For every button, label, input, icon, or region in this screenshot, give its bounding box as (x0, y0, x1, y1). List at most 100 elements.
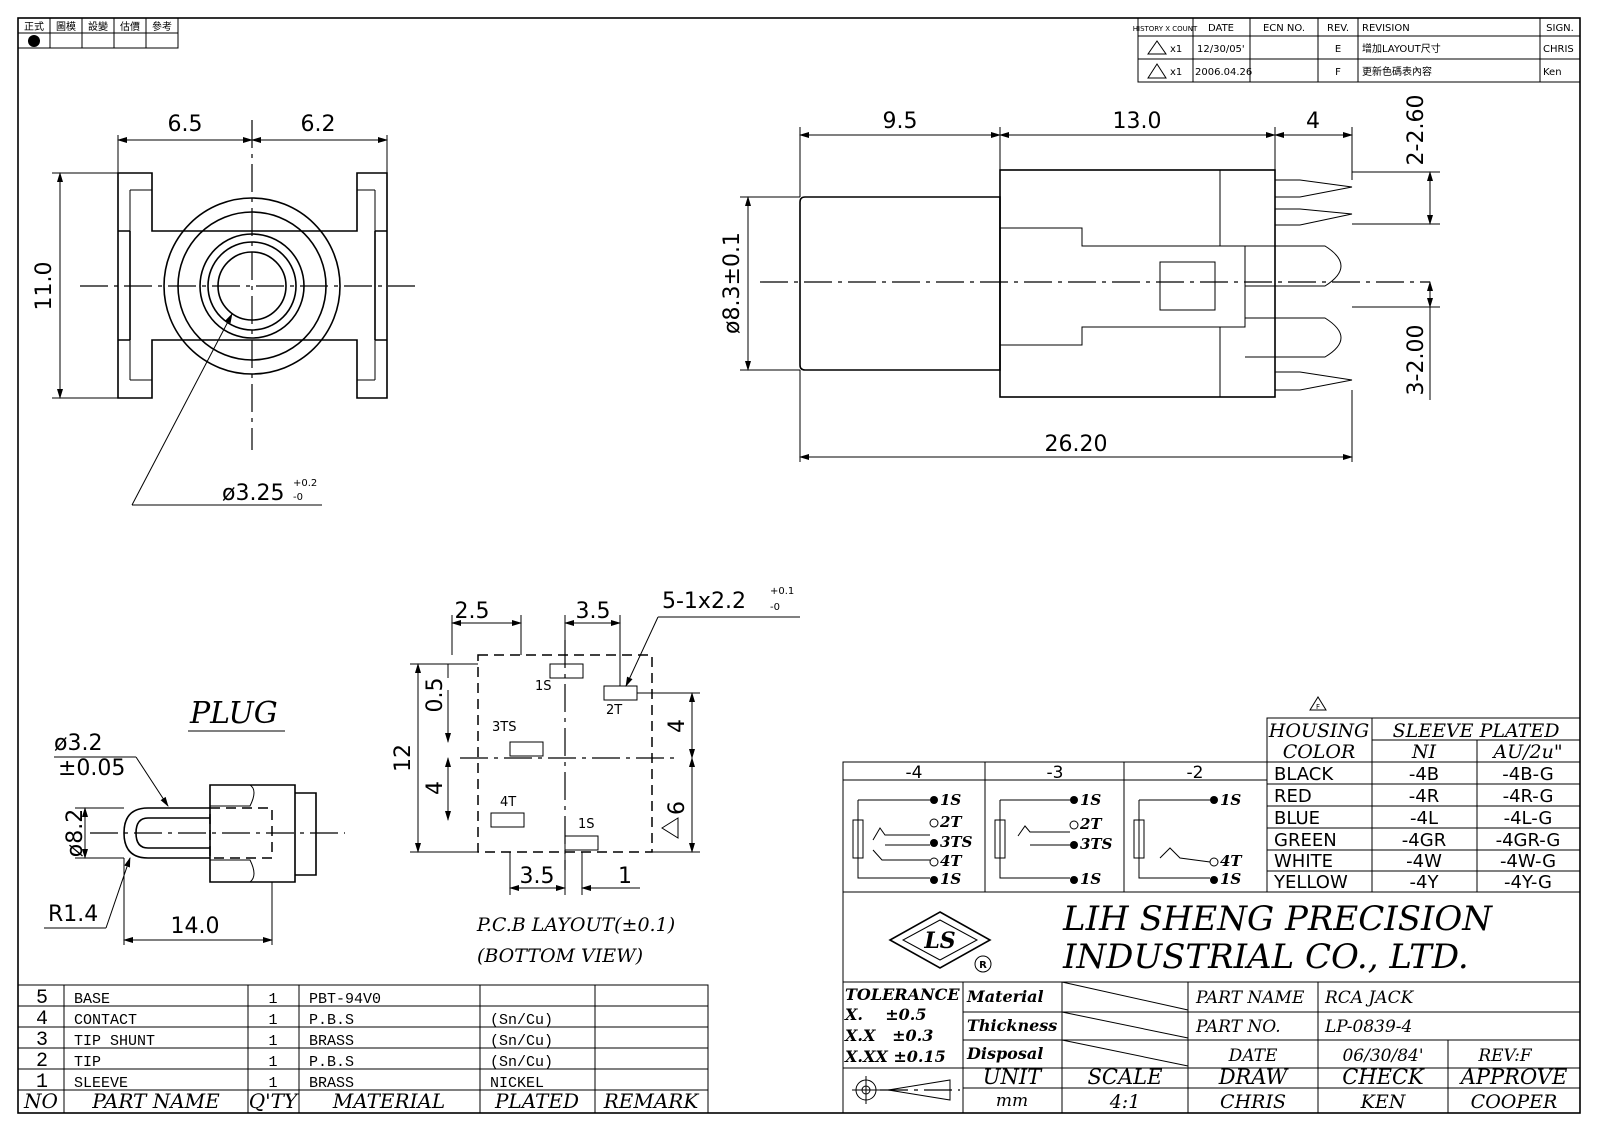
pin-label: 3TS (940, 833, 973, 851)
bom-header-part: PART NAME (91, 1089, 220, 1113)
dim-hole-dia: ø3.25 (222, 481, 284, 506)
history-header-sign: SIGN. (1546, 23, 1574, 34)
title-block: TOLERANCE X. ±0.5 X.X ±0.3 X.XX ±0.15 Ma… (842, 981, 1581, 1114)
part-name-label: PART NAME (1195, 988, 1305, 1008)
color-ni: -4L (1410, 808, 1438, 829)
approve-label: APPROVE (1459, 1065, 1568, 1089)
tolerance-xxx: X.XX ±0.15 (844, 1047, 946, 1066)
draw-value: CHRIS (1220, 1091, 1286, 1113)
pcb-dim-top-left: 2.5 (455, 599, 490, 624)
pin-label: 3TS (1080, 835, 1113, 853)
bom-header-no: NO (23, 1089, 58, 1113)
bom-part: TIP SHUNT (74, 1033, 155, 1050)
pad-1s-bottom (564, 835, 599, 851)
color-au: -4L-G (1504, 808, 1553, 829)
color-ni: -4W (1406, 851, 1442, 872)
pad-label: 2T (606, 703, 622, 718)
color-au: -4W-G (1500, 851, 1556, 872)
company-logo: LS (923, 928, 955, 954)
unit-value: mm (996, 1091, 1028, 1111)
color-ni: -4R (1409, 786, 1439, 807)
history-table: HISTORY X COUNT DATE ECN NO. REV. REVISI… (1133, 17, 1581, 83)
bom-table: 5 BASE 1 PBT-94V0 4 CONTACT 1 P.B.S (Sn/… (17, 984, 709, 1114)
color-ni: -4B (1409, 764, 1439, 785)
bom-header-remark: REMARK (603, 1089, 700, 1113)
dim-hole-tol-minus: -0 (293, 492, 303, 503)
revision-triangle-icon (1147, 40, 1167, 55)
history-header-rev: REV. (1327, 23, 1349, 34)
revision-triangle-icon (1309, 696, 1327, 711)
history-sign: Ken (1543, 67, 1562, 78)
unit-label: UNIT (983, 1065, 1043, 1089)
history-header-date: DATE (1208, 23, 1234, 34)
thickness-label: Thickness (967, 1016, 1057, 1035)
history-date: 12/30/05' (1197, 44, 1245, 55)
plug-dia1: ø3.2 (54, 731, 102, 756)
draw-label: DRAW (1218, 1065, 1290, 1089)
pin-label: 1S (1220, 870, 1241, 888)
pin-label: 2T (1079, 815, 1103, 833)
color-head-sleeve: SLEEVE PLATED (1393, 720, 1560, 742)
schematic-header: -2 (1187, 763, 1204, 783)
bom-qty: 1 (268, 1033, 277, 1050)
schematic-header: -4 (906, 763, 923, 783)
material-label: Material (966, 987, 1044, 1006)
check-value: KEN (1360, 1091, 1407, 1113)
color-table-rev: F (1316, 703, 1320, 711)
pad-1s-top (549, 663, 584, 679)
bom-no: 4 (36, 1008, 48, 1031)
color-ni: -4GR (1402, 830, 1446, 851)
bom-qty: 1 (268, 1075, 277, 1092)
color-head-color: COLOR (1283, 741, 1356, 763)
pin-label: 1S (1080, 791, 1101, 809)
bom-material: P.B.S (309, 1012, 354, 1029)
pin-label: 4T (940, 852, 963, 870)
color-table: F HOUSING COLOR SLEEVE PLATED NI AU/2u" … (1266, 696, 1581, 893)
history-header-revision: REVISION (1362, 23, 1410, 34)
revision-triangle-icon (1147, 63, 1167, 79)
history-rev: F (1335, 67, 1341, 78)
pcb-dim-bottom-left: 3.5 (520, 864, 555, 889)
plug-dia2: ø8.2 (63, 809, 88, 857)
sheet-border (17, 17, 1581, 1114)
bom-no: 3 (36, 1029, 48, 1052)
pcb-dim-left-bottom: 4 (423, 781, 448, 795)
date-label: DATE (1228, 1046, 1278, 1066)
color-name: BLUE (1274, 808, 1320, 829)
color-au: -4Y-G (1504, 872, 1552, 893)
scale-value: 4:1 (1109, 1091, 1141, 1113)
check-label: CHECK (1342, 1065, 1425, 1089)
bom-part: BASE (74, 991, 110, 1008)
pcb-slot-tol-plus: +0.1 (770, 586, 794, 597)
tolerance-xx: X.X ±0.3 (844, 1026, 933, 1045)
color-name: YELLOW (1273, 872, 1348, 893)
bom-plated: (Sn/Cu) (490, 1054, 553, 1071)
dim-side-b: 13.0 (1113, 109, 1162, 134)
pad-2t (603, 685, 638, 701)
pcb-dim-bottom-right: 1 (618, 864, 632, 889)
bom-no: 2 (36, 1050, 48, 1073)
color-head-ni: NI (1411, 741, 1437, 763)
color-name: BLACK (1274, 764, 1334, 785)
pcb-caption: P.C.B LAYOUT(±0.1) (476, 914, 675, 936)
history-rev: E (1335, 44, 1341, 55)
date-value: 06/30/84' (1342, 1046, 1423, 1066)
plug-dia1-tol: ±0.05 (58, 756, 125, 781)
history-revision: 更新色碼表內容 (1362, 65, 1432, 78)
history-header-count: HISTORY X COUNT (1133, 25, 1198, 33)
bom-plated: NICKEL (490, 1075, 544, 1092)
history-header-ecn: ECN NO. (1263, 23, 1305, 34)
history-count: x1 (1170, 67, 1182, 78)
pcb-layout: 1S 2T 3TS 4T 1S 2.5 3.5 5-1x2.2 +0.1 -0 … (391, 586, 800, 967)
corner-header: 參考 (152, 20, 172, 33)
bom-material: BRASS (309, 1075, 354, 1092)
company-name: INDUSTRIAL CO., LTD. (1062, 937, 1469, 977)
schematics: -4 -3 -2 1S 2T 3TS 4T 1S 1S 2T 3TS 1S (842, 761, 1268, 893)
pcb-dim-right-bottom: 6 (665, 801, 690, 815)
corner-header: 正式 (24, 20, 44, 33)
company-block: LS R LIH SHENG PRECISION INDUSTRIAL CO.,… (842, 891, 1581, 983)
dim-side-total: 26.20 (1045, 432, 1108, 457)
pin-label: 4T (1220, 852, 1243, 870)
pcb-dim-left-total: 12 (391, 744, 416, 772)
schematic-header: -3 (1047, 763, 1064, 783)
